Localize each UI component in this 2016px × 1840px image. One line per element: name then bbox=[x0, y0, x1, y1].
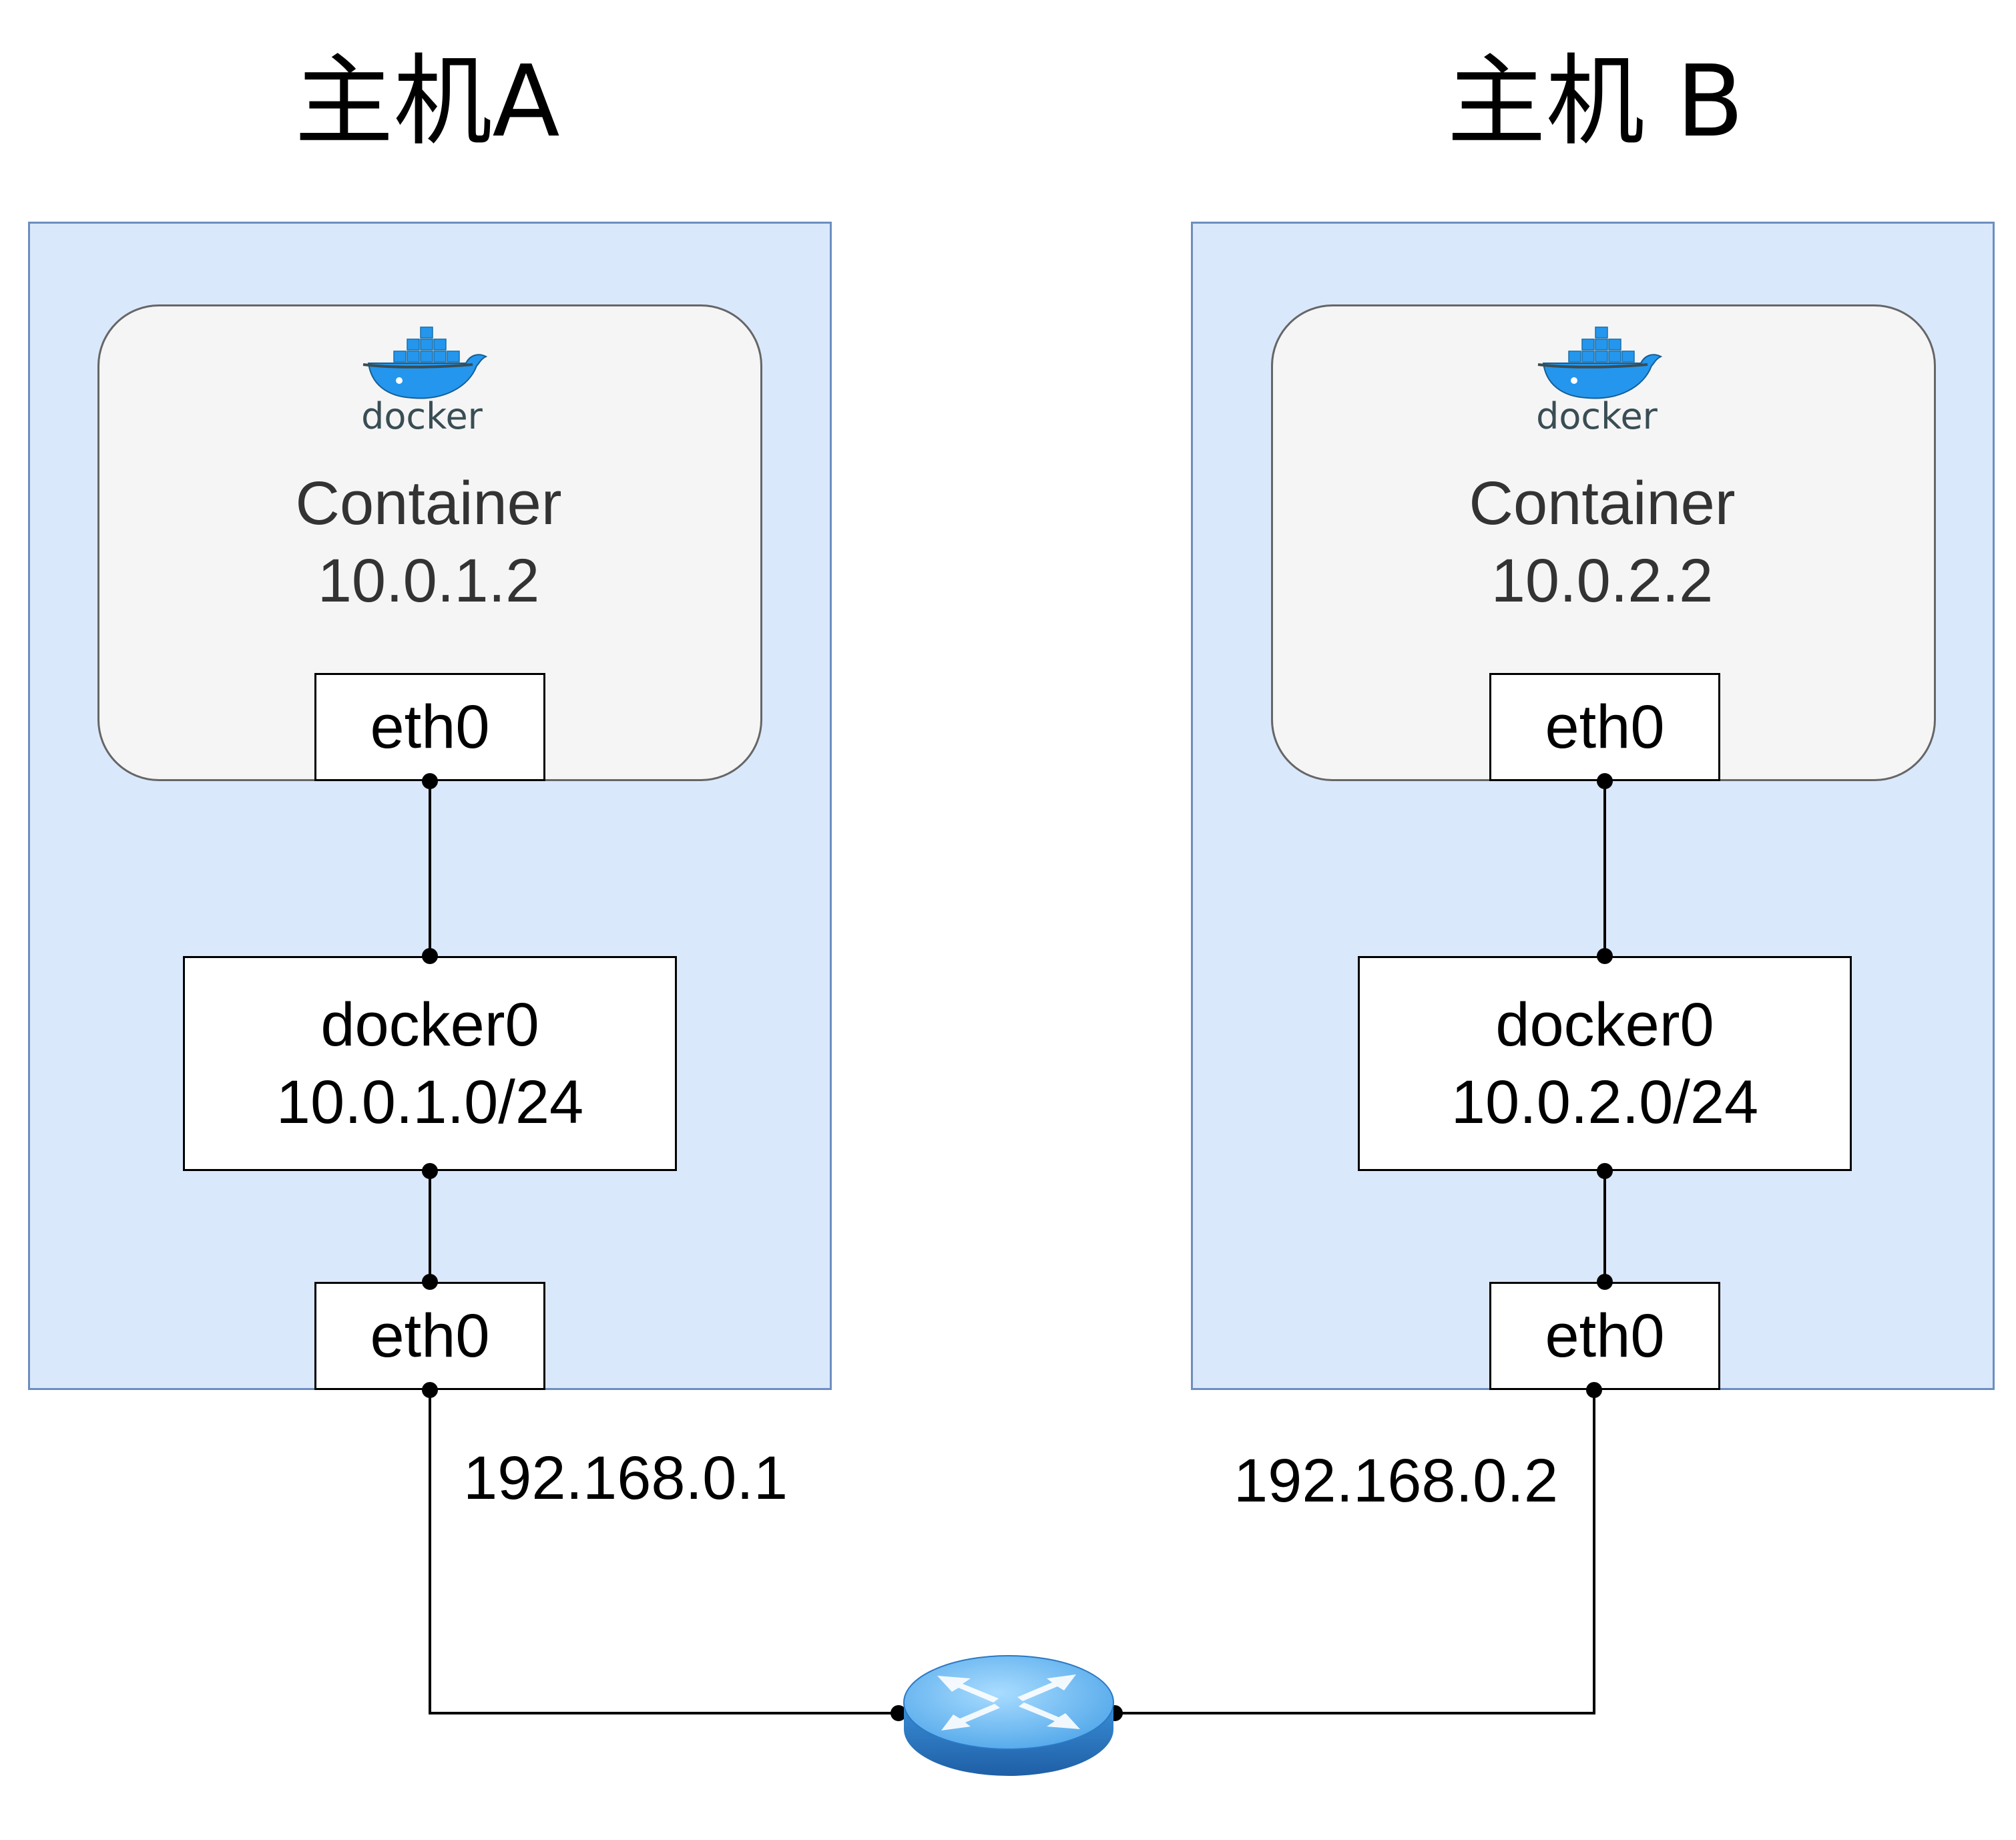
container-a-eth0: eth0 bbox=[314, 673, 545, 781]
docker-whale-icon: docker bbox=[1536, 326, 1663, 435]
host-b-ip: 192.168.0.2 bbox=[1234, 1447, 1559, 1515]
docker-logo-text: docker bbox=[361, 395, 483, 435]
docker-whale-icon: docker bbox=[361, 326, 488, 435]
host-a-title: 主机A bbox=[294, 44, 560, 159]
endpoint-dot bbox=[1597, 1274, 1613, 1290]
docker0-bridge-a: docker0 10.0.1.0/24 bbox=[183, 956, 677, 1171]
docker0-bridge-b: docker0 10.0.2.0/24 bbox=[1358, 956, 1852, 1171]
host-a-ip: 192.168.0.1 bbox=[463, 1444, 788, 1512]
endpoint-dot bbox=[891, 1705, 907, 1721]
bridge-a-name: docker0 bbox=[320, 991, 539, 1059]
endpoint-dot bbox=[422, 1163, 438, 1179]
endpoint-dot bbox=[1597, 1163, 1613, 1179]
host-a-eth0: eth0 bbox=[314, 1282, 545, 1390]
router-icon bbox=[903, 1655, 1114, 1776]
bridge-b-name: docker0 bbox=[1495, 991, 1714, 1059]
endpoint-dot bbox=[1597, 948, 1613, 964]
endpoint-dot bbox=[422, 1382, 438, 1398]
endpoint-dot bbox=[1586, 1382, 1602, 1398]
link-host-b-to-router bbox=[1115, 1390, 1595, 1714]
container-a-ip: 10.0.1.2 bbox=[317, 547, 540, 615]
container-a-label: Container 10.0.1.2 bbox=[228, 465, 629, 620]
host-b-eth0: eth0 bbox=[1489, 1282, 1720, 1390]
endpoint-dot bbox=[422, 948, 438, 964]
container-b-name: Container bbox=[1469, 469, 1736, 537]
container-b-ip: 10.0.2.2 bbox=[1491, 547, 1714, 615]
container-b-label: Container 10.0.2.2 bbox=[1402, 465, 1802, 620]
container-b-eth0: eth0 bbox=[1489, 673, 1720, 781]
endpoint-dot bbox=[422, 773, 438, 789]
bridge-b-subnet: 10.0.2.0/24 bbox=[1451, 1068, 1759, 1136]
bridge-a-subnet: 10.0.1.0/24 bbox=[276, 1068, 584, 1136]
container-a-name: Container bbox=[295, 469, 562, 537]
endpoint-dot bbox=[422, 1274, 438, 1290]
docker-logo-text: docker bbox=[1536, 395, 1658, 435]
endpoint-dot bbox=[1597, 773, 1613, 789]
host-b-title: 主机 B bbox=[1447, 44, 1744, 159]
link-host-a-to-router bbox=[429, 1390, 899, 1714]
